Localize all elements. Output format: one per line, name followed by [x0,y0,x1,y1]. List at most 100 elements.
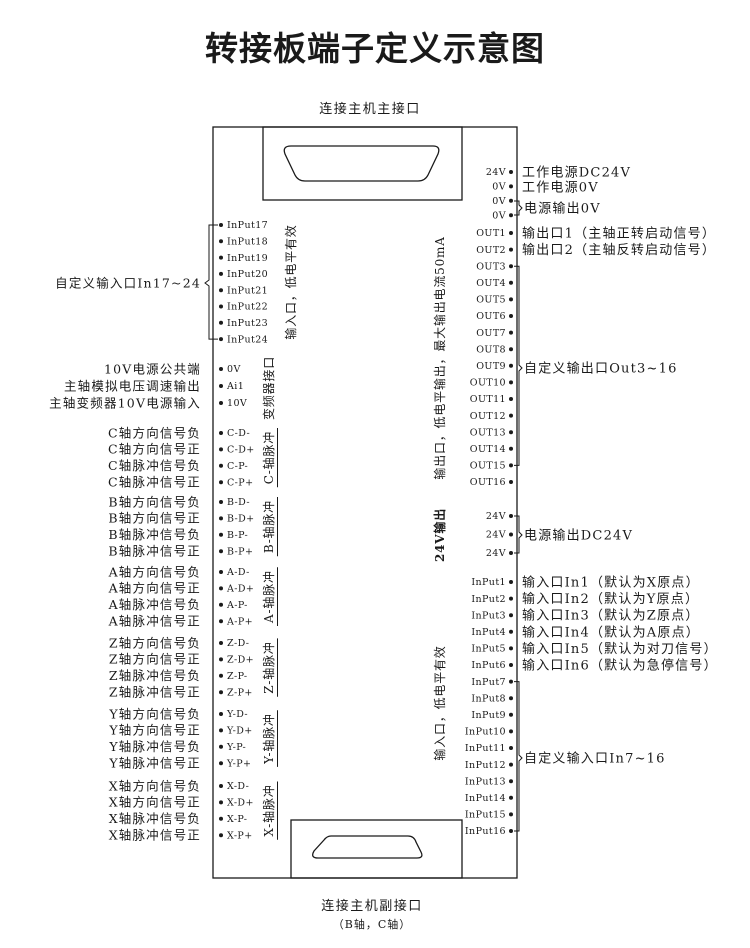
signal-label: X轴方向信号负 [109,778,201,793]
pin-dot [509,795,513,800]
pin-dot [509,198,513,203]
pin-label: OUT14 [470,444,506,455]
pin-label: InPut24 [227,334,268,345]
pin-label: X-P- [227,814,247,825]
right-pin-row: OUT6 [476,311,513,322]
pin-label: B-P+ [227,546,253,557]
pin-label: InPut10 [465,727,506,738]
pin-label: 0V [492,196,506,207]
pin-label: A-D- [226,567,250,578]
pin-dot [219,673,223,678]
pin-label: InPut22 [227,302,268,313]
left-pin-row: Y-P-Y轴脉冲信号负 [108,739,245,754]
bracket-power-out-0v [514,200,523,216]
signal-label: Z轴方向信号正 [109,652,201,667]
pin-dot [509,762,513,767]
pin-label: OUT4 [476,278,506,289]
pin-dot [219,463,223,468]
sub-connector-sublabel: （B轴，C轴） [333,917,412,931]
sub-connector [290,819,463,879]
page-title: 转接板端子定义示意图 [205,29,545,68]
signal-label: X轴脉冲信号正 [109,828,201,843]
signal-label: X轴脉冲信号负 [109,811,201,826]
pin-label: Z-D+ [227,655,254,666]
left-pin-row: X-D-X轴方向信号负 [109,778,249,793]
pin-dot [509,712,513,717]
pin-dot [219,833,223,838]
input-default-label: 输入口In5（默认为对刀信号） [522,641,718,657]
label-out2: 输出口2（主轴反转启动信号） [522,242,716,258]
pin-label: InPut6 [471,660,506,671]
right-pin-row: InPut1 [471,577,513,588]
right-pin-row: OUT14 [470,444,513,455]
left-pin-row: A-D+A轴方向信号正 [108,581,254,596]
signal-label: C轴方向信号负 [108,425,201,440]
pin-dot [509,397,513,401]
right-inputs-note: 输入口，低电平有效 [432,645,447,760]
pin-dot [509,231,513,235]
pin-label: X-P+ [227,830,253,841]
pin-dot [509,696,513,701]
pin-dot [509,679,513,684]
axis-group: C-D-C轴方向信号负C-D+C轴方向信号正C-P-C轴脉冲信号负C-P+C轴脉… [108,425,278,490]
signal-label: A轴脉冲信号正 [108,614,201,629]
pin-dot [509,330,513,335]
pin-label: OUT8 [476,344,506,355]
pin-dot [509,812,513,817]
right-pin-row: InPut4 [471,627,513,638]
pin-dot [219,500,223,504]
pin-label: A-P+ [226,616,253,627]
label-custom-outputs: 自定义输出口Out3~16 [524,361,678,377]
pin-dot [509,480,513,484]
right-pin-row: InPut13 [465,776,513,787]
pin-dot [219,239,223,244]
pin-label: Z-P+ [227,687,253,698]
axis-group: B-D-B轴方向信号负B-D+B轴方向信号正B-P-B轴脉冲信号负B-P+B轴脉… [108,494,278,559]
brackets [204,200,523,832]
left-pin-row: Z-D-Z轴方向信号负 [109,635,249,650]
pin-dot [219,480,223,485]
right-pin-row: OUT12 [470,411,513,422]
pin-label: InPut4 [471,627,506,638]
pin-dot [509,363,513,368]
pin-label: InPut21 [227,285,268,296]
right-pin-row: 0V [492,182,513,193]
left-pin-row: Y-D-Y轴方向信号负 [108,706,248,721]
pin-dot [509,613,513,618]
pin-dot [219,586,223,591]
pin-dot [509,184,513,189]
signal-label: B轴方向信号正 [108,511,201,526]
pin-label: A-P- [226,600,248,611]
right-pin-row: InPut16 [465,826,513,837]
right-terminal-strip: 24V0V0V0VOUT1OUT2OUT3OUT4OUT5OUT6OUT7OUT… [465,167,513,837]
pin-label: 10V [227,398,247,409]
left-pin-row: X-D+X轴方向信号正 [109,795,254,810]
pin-label: InPut16 [465,826,506,837]
pin-dot [219,761,223,766]
pin-dot [509,463,513,468]
pin-label: InPut11 [465,743,506,754]
pin-dot [219,784,223,788]
pin-label: B-P- [227,530,248,541]
signal-label: A轴方向信号正 [108,581,201,596]
signal-label: A轴脉冲信号负 [108,597,201,612]
signal-label: X轴方向信号正 [109,795,201,810]
pin-dot [219,401,223,405]
bracket-custom-inputs-right [514,681,523,832]
left-pin-row: Z-D+ Z轴方向信号正 [109,652,254,667]
left-pin-row: A-P+ A轴脉冲信号正 [108,614,253,629]
right-pin-row: OUT2 [476,245,513,256]
pin-label: 0V [227,364,241,375]
label-custom-inputs-left: 自定义输入口In17~24 [55,276,201,291]
left-pin-row: Y-P+Y轴脉冲信号正 [108,756,251,771]
pin-label: Y-D- [226,709,248,720]
left-pin-row: A-P- A轴脉冲信号负 [108,597,248,612]
pin-dot [219,431,223,435]
pin-dot [219,641,223,645]
left-pin-row: Z-P-Z轴脉冲信号负 [109,668,247,683]
pin-dot [509,746,513,750]
right-pin-row: InPut14 [465,793,513,804]
